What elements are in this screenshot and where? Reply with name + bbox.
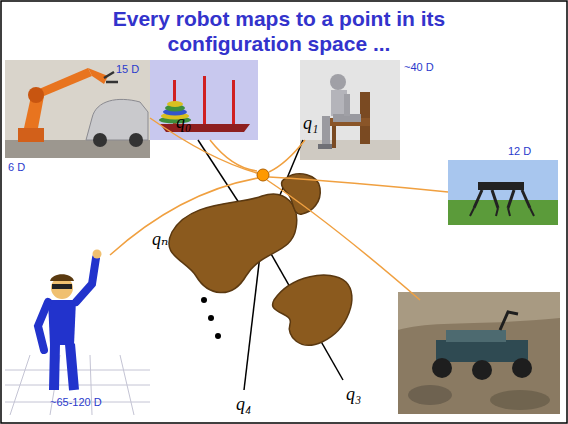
dimension-label: ~65-120 D — [50, 396, 102, 408]
ellipsis-dots — [201, 297, 221, 339]
axis-label: qₙ — [152, 228, 168, 250]
axis-label: q₃ — [346, 384, 361, 405]
dimension-label: 12 D — [508, 145, 531, 157]
rover-picture — [398, 292, 560, 414]
quadruped-picture — [448, 160, 558, 225]
configuration-point — [257, 169, 269, 181]
dimension-label: 15 D — [116, 63, 139, 75]
axis-label: q₁ — [303, 113, 318, 134]
human-figure-picture — [5, 250, 150, 416]
humanoid-picture — [300, 60, 400, 160]
tower-of-hanoi-picture — [150, 60, 258, 140]
mapping-curves — [110, 118, 448, 300]
c-obstacles — [169, 174, 352, 345]
dimension-label: 6 D — [8, 161, 25, 173]
robot-arm-picture — [5, 60, 150, 158]
slide-title: Every robot maps to a point in its confi… — [84, 6, 474, 56]
axis-label: q₄ — [236, 394, 251, 415]
axis-label: q₀ — [176, 112, 191, 133]
dimension-label: ~40 D — [404, 61, 434, 73]
